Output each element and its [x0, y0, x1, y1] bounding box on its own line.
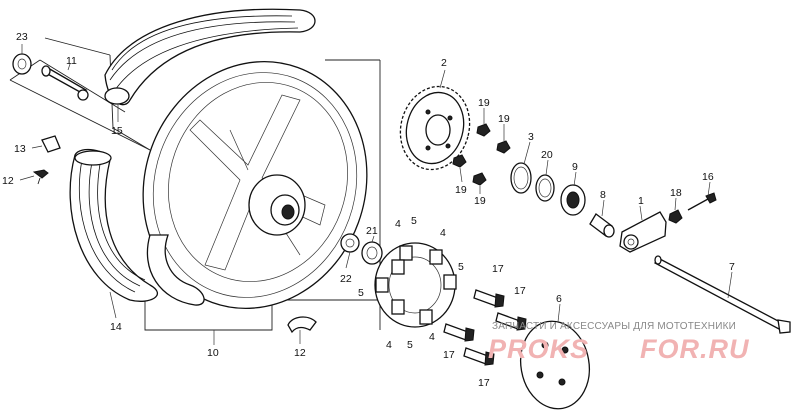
callout-5b: 5 — [458, 261, 464, 273]
wheel-10 — [142, 61, 368, 309]
callout-21: 21 — [366, 225, 378, 237]
callout-16: 16 — [702, 171, 714, 183]
bearing-9 — [560, 184, 586, 216]
callout-20: 20 — [541, 149, 553, 161]
sprocket-2 — [399, 85, 471, 171]
callout-12-upper: 12 — [2, 175, 14, 187]
watermark-caption: ЗАПЧАСТИ И АКСЕССУАРЫ ДЛЯ МОТОТЕХНИКИ — [492, 321, 736, 332]
spacer-3 — [510, 162, 532, 194]
callout-1: 1 — [638, 195, 644, 207]
callout-4d: 4 — [429, 331, 435, 343]
callout-11: 11 — [66, 55, 77, 67]
callout-18: 18 — [670, 187, 682, 199]
damper-assembly-4-5 — [374, 242, 457, 328]
axle-7 — [654, 255, 791, 334]
callout-labels: 23 11 15 13 12 14 10 12 22 21 2 19 19 19… — [2, 31, 735, 389]
nut-19b — [496, 140, 511, 154]
tire-15 — [104, 8, 316, 106]
bearing-21 — [361, 241, 383, 265]
callout-5c: 5 — [358, 287, 364, 299]
stud-17c — [443, 323, 475, 342]
callout-4c: 4 — [386, 339, 392, 351]
nut-19c — [452, 154, 467, 168]
callout-22: 22 — [340, 273, 352, 285]
callout-6: 6 — [556, 293, 562, 305]
callout-15: 15 — [111, 125, 123, 137]
callout-17d: 17 — [478, 377, 490, 389]
callout-12-lower: 12 — [294, 347, 306, 359]
callout-17b: 17 — [514, 285, 526, 297]
callout-8: 8 — [600, 189, 606, 201]
collar-11 — [41, 65, 89, 101]
bearing-23 — [12, 53, 32, 75]
leader-lines — [19, 44, 733, 345]
adjuster-1 — [619, 211, 667, 253]
callout-2: 2 — [441, 57, 447, 69]
watermark: ЗАПЧАСТИ И АКСЕССУАРЫ ДЛЯ МОТОТЕХНИКИ PR… — [488, 321, 750, 364]
callout-4b: 4 — [440, 227, 446, 239]
callout-13: 13 — [14, 143, 26, 155]
callout-7: 7 — [729, 261, 735, 273]
callout-14: 14 — [110, 321, 122, 333]
callout-5d: 5 — [407, 339, 413, 351]
nut-19d — [472, 172, 487, 186]
callout-4a: 4 — [395, 218, 401, 230]
watermark-brand-right: FOR.RU — [640, 334, 750, 364]
stud-17b — [495, 312, 527, 331]
callout-3: 3 — [528, 131, 534, 143]
tire-14 — [69, 148, 158, 302]
stud-17a — [473, 289, 505, 308]
nut-18 — [668, 209, 683, 224]
stud-17d — [463, 347, 495, 366]
bolt-16 — [687, 192, 717, 211]
callout-19a: 19 — [478, 97, 490, 109]
callout-9: 9 — [572, 161, 578, 173]
callout-19b: 19 — [498, 113, 510, 125]
weight-12-lower — [287, 316, 317, 334]
valve-13 — [41, 135, 61, 153]
weight-12-upper — [32, 169, 49, 185]
collar-8 — [589, 213, 615, 238]
flange-6 — [520, 320, 590, 410]
callout-10: 10 — [207, 347, 219, 359]
callout-17c: 17 — [443, 349, 455, 361]
watermark-brand-left: PROKS — [488, 334, 589, 364]
circlip-20 — [535, 174, 555, 202]
nut-19a — [476, 123, 491, 137]
callout-5a: 5 — [411, 215, 417, 227]
callout-19d: 19 — [474, 195, 486, 207]
seal-22 — [340, 233, 360, 253]
callout-23: 23 — [16, 31, 28, 43]
callout-19c: 19 — [455, 184, 467, 196]
callout-17a: 17 — [492, 263, 504, 275]
